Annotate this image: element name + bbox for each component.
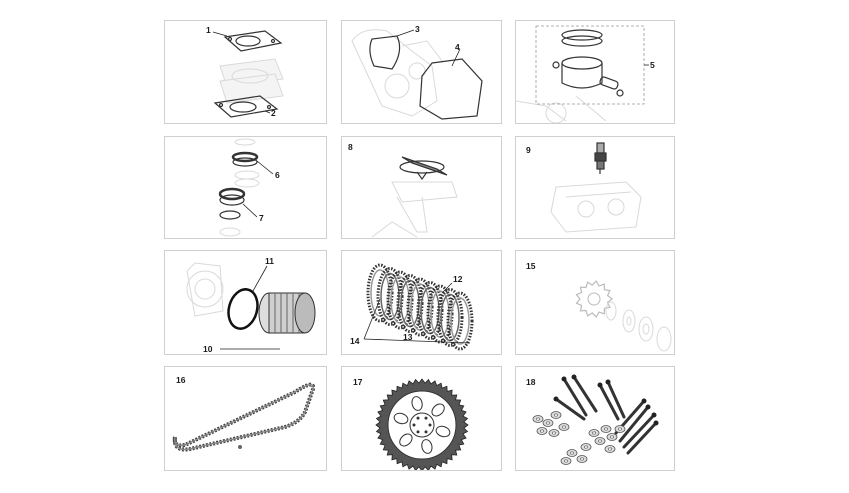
callout-7: 7 [259,213,264,223]
oil-filter-icon: 11 10 [186,256,316,354]
rear-sprocket-icon: 17 [353,377,469,470]
callout-4: 4 [455,42,460,52]
callout-12: 12 [453,274,463,284]
panel-cylinder-gaskets[interactable]: 1 2 [164,20,327,124]
panel-spark-plug[interactable]: 9 [515,136,675,239]
spark-plug-icon: 9 [526,142,642,233]
callout-1: 1 [206,25,211,35]
panel-bearings[interactable]: 6 7 [164,136,327,239]
callout-8: 8 [348,142,353,152]
panel-piston-kit[interactable]: 5 [515,20,675,124]
panel-drive-chain[interactable]: 16 [164,366,327,471]
panel-clutch-plates[interactable]: 12 13 14 [341,250,502,355]
panel-oil-filter[interactable]: 11 10 [164,250,327,355]
callout-10: 10 [203,344,213,354]
callout-5: 5 [650,60,655,70]
callout-17: 17 [353,377,363,387]
bolt-kit-icon: 18 [526,374,659,465]
panel-valve-assembly[interactable]: 8 [341,136,502,239]
callout-6: 6 [275,170,280,180]
callout-16: 16 [176,375,186,385]
callout-3: 3 [415,24,420,34]
callout-9: 9 [526,145,531,155]
panel-rear-sprocket[interactable]: 17 [341,366,502,471]
valve-assembly-icon: 8 [348,142,458,238]
callout-15: 15 [526,261,536,271]
drive-chain-icon: 16 [172,375,316,452]
panel-front-sprocket[interactable]: 15 [515,250,675,355]
callout-11: 11 [265,256,274,266]
callout-13: 13 [403,332,413,342]
piston-kit-icon: 5 [516,25,655,123]
front-sprocket-icon: 15 [526,261,672,352]
callout-14: 14 [350,336,360,346]
clutch-plates-icon [366,263,474,351]
engine-cover-gasket-icon: 3 4 [351,24,483,120]
panel-engine-cover-gaskets[interactable]: 3 4 [341,20,502,124]
fork-bearing-icon: 6 7 [218,138,280,237]
panel-bolt-kit[interactable]: 18 [515,366,675,471]
callout-2: 2 [271,108,276,118]
clutch-labels: 12 13 14 [350,274,471,346]
callout-18: 18 [526,377,536,387]
cylinder-gasket-icon: 1 2 [206,25,284,118]
